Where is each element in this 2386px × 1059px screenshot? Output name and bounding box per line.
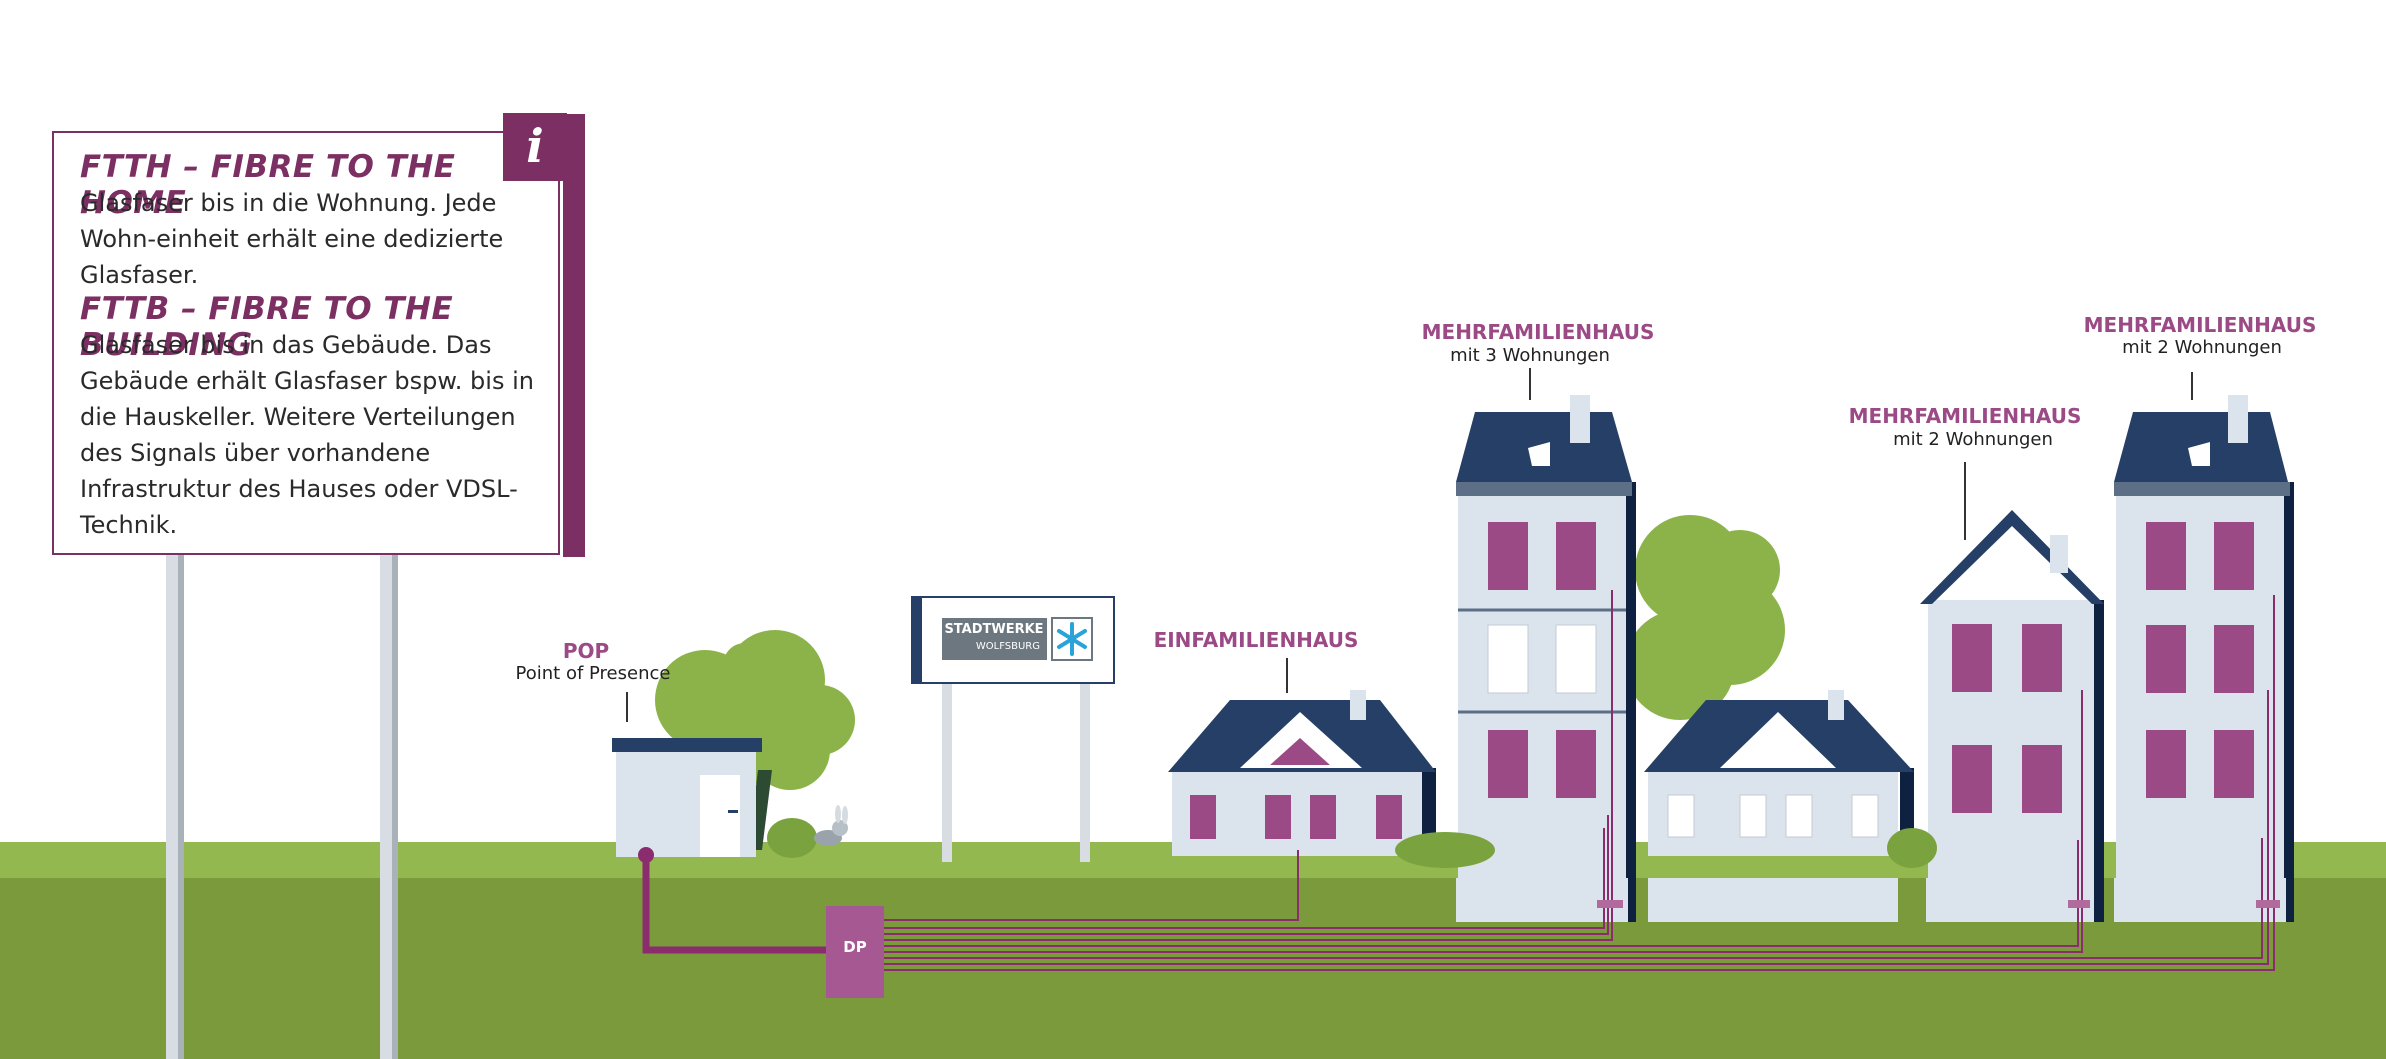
mfh2b-title: MEHRFAMILIENHAUS [2083,313,2317,337]
fttb-title: FTTB – FIBRE TO THE BUILDING [80,291,454,363]
sign-line1: STADTWERKE [944,622,1044,637]
einfamilienhaus-title: EINFAMILIENHAUS [1153,628,1359,652]
splice-box-mfh3 [1597,900,1623,908]
mfh2b-subtitle: mit 2 Wohnungen [2122,337,2282,358]
pop-subtitle: Point of Presence [515,663,671,684]
tree-pop [655,630,855,790]
stadtwerke-logo-icon [1057,622,1087,656]
einfamilienhaus-middle [1644,690,1914,856]
mfh2a-subtitle: mit 2 Wohnungen [1893,429,2053,450]
pop-building [612,738,762,857]
sign-line2: WOLFSBURG [975,641,1040,652]
mfh3-subtitle: mit 3 Wohnungen [1450,345,1610,366]
fttb-text: Glasfaser bis in das Gebäude. Das Gebäud… [80,331,534,539]
info-box: FTTH – FIBRE TO THE HOME Glasfaser bis i… [52,131,560,555]
tree-mfh [1625,515,1785,720]
mfh2a-title: MEHRFAMILIENHAUS [1848,404,2082,428]
mfh3-title: MEHRFAMILIENHAUS [1421,320,1655,344]
info-icon: i [503,113,567,181]
rabbit-icon [814,805,848,846]
bush [767,818,817,858]
ftth-title: FTTH – FIBRE TO THE HOME [80,149,456,221]
fibre-trunk [642,855,828,954]
ftth-text: Glasfaser bis in die Wohnung. Jede Wohn-… [80,189,504,289]
einfamilienhaus [1168,690,1436,856]
dp-box [826,906,884,998]
fibre-lines [882,590,2275,971]
dp-label: DP [843,938,867,956]
mehrfamilienhaus-2a [1920,510,2104,922]
infobox-edge [563,114,585,557]
stadtwerke-sign [911,596,1115,862]
mehrfamilienhaus-2b [2114,395,2294,922]
pop-title: POP [562,639,610,663]
